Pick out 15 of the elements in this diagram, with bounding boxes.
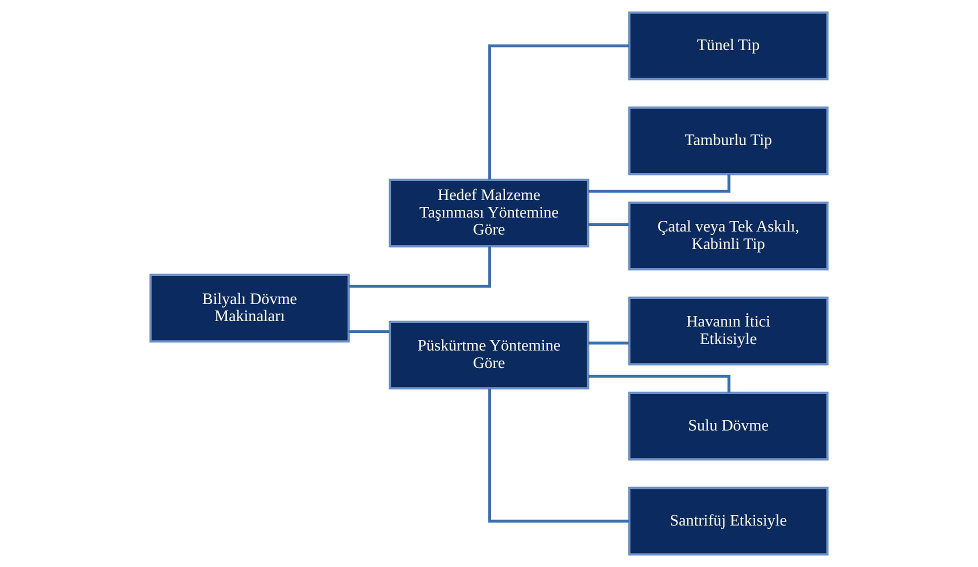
node-box: Havanın İtici Etkisiyle	[628, 296, 829, 366]
connector	[488, 44, 630, 180]
connector	[588, 223, 629, 226]
node-box: Çatal veya Tek Askılı, Kabinli Tip	[628, 202, 829, 270]
connector	[488, 388, 630, 523]
connector	[348, 246, 491, 288]
node-box: Hedef Malzeme Taşınması Yöntemine Göre	[388, 178, 590, 248]
node-box: Tamburlu Tip	[628, 106, 829, 176]
node-box: Bilyalı Dövme Makinaları	[149, 274, 350, 342]
node-box: Sulu Dövme	[628, 392, 829, 460]
node-box: Tünel Tip	[628, 12, 829, 80]
connector	[588, 342, 629, 344]
connector	[348, 330, 390, 334]
node-box: Püskürtme Yöntemine Göre	[388, 320, 590, 390]
node-box: Santrifüj Etkisiyle	[628, 486, 829, 556]
